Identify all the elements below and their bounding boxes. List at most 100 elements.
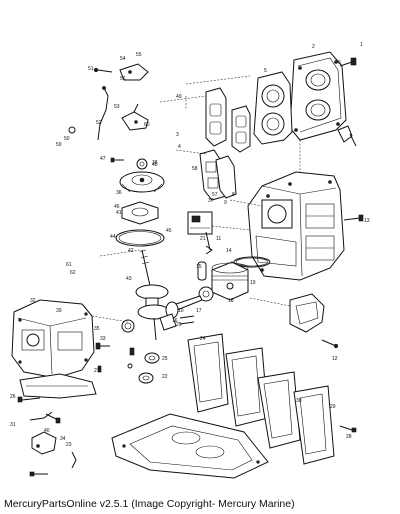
throttle-cam[interactable] <box>119 63 149 81</box>
transfer-port-cover[interactable] <box>205 87 227 147</box>
bearing-cage[interactable] <box>136 158 148 170</box>
crankcase-gasket[interactable] <box>19 373 97 399</box>
crank-seal[interactable] <box>144 352 160 364</box>
part-number-label[interactable]: 19 <box>250 280 256 286</box>
part-number-label[interactable]: 32 <box>30 298 36 304</box>
transfer-port-gasket[interactable] <box>231 105 251 153</box>
head-cover-gasket[interactable] <box>253 71 293 145</box>
part-number-label[interactable]: 13 <box>364 218 370 224</box>
crankshaft[interactable] <box>135 249 171 341</box>
part-number-label[interactable]: 36 <box>116 190 122 196</box>
part-number-label[interactable]: 4 <box>178 144 181 150</box>
part-number-label[interactable]: 44 <box>110 234 116 240</box>
block-stud[interactable] <box>343 214 364 222</box>
part-number-label[interactable]: 28 <box>346 434 352 440</box>
screw-small[interactable] <box>110 157 124 163</box>
part-number-label[interactable]: 2 <box>312 44 315 50</box>
part-number-label[interactable]: 6 <box>338 60 341 66</box>
part-number-label[interactable]: 22 <box>162 374 168 380</box>
part-number-label[interactable]: 9 <box>224 200 227 206</box>
rod-bolt[interactable] <box>179 315 195 325</box>
wrist-pin[interactable] <box>197 261 207 281</box>
part-number-label[interactable]: 53 <box>114 104 120 110</box>
part-number-label[interactable]: 17 <box>196 308 202 314</box>
spring-clip[interactable] <box>71 451 77 469</box>
part-number-label[interactable]: 52 <box>96 120 102 126</box>
part-number-label[interactable]: 1 <box>360 42 363 48</box>
exhaust-stud[interactable] <box>321 339 339 349</box>
part-number-label[interactable]: 26 <box>10 394 16 400</box>
part-number-label[interactable]: 35 <box>94 326 100 332</box>
exhaust-cover-screw[interactable] <box>339 425 357 433</box>
part-number-label[interactable]: 61 <box>66 262 72 268</box>
dowel-pin[interactable] <box>97 365 102 373</box>
head-bolt[interactable] <box>339 57 357 67</box>
part-number-label[interactable]: 57 <box>212 192 218 198</box>
part-number-label[interactable]: 38 <box>152 160 158 166</box>
part-number-label[interactable]: 58 <box>192 166 198 172</box>
part-number-label[interactable]: 60 <box>144 122 150 128</box>
exhaust-divider-plate[interactable] <box>257 371 301 449</box>
throttle-lever[interactable] <box>121 103 149 131</box>
thermostat-fitting[interactable] <box>337 125 357 147</box>
part-number-label[interactable]: 20 <box>176 322 182 328</box>
part-number-label[interactable]: 37 <box>208 198 214 204</box>
part-number-label[interactable]: 3 <box>176 132 179 138</box>
small-screw-bottom[interactable] <box>29 471 48 477</box>
cylinder-block[interactable] <box>247 171 345 281</box>
bearing-needle[interactable] <box>127 363 133 369</box>
connecting-rod[interactable] <box>165 286 214 319</box>
part-number-label[interactable]: 41 <box>116 210 122 216</box>
part-number-label[interactable]: 45 <box>166 228 172 234</box>
part-number-label[interactable]: 48 <box>152 162 158 168</box>
part-number-label[interactable]: 14 <box>226 248 232 254</box>
part-number-label[interactable]: 42 <box>128 248 134 254</box>
part-number-label[interactable]: 16 <box>172 318 178 324</box>
part-number-label[interactable]: 46 <box>114 204 120 210</box>
part-number-label[interactable]: 56 <box>120 76 126 82</box>
bypass-stud[interactable] <box>205 231 211 251</box>
exhaust-plate-outer[interactable] <box>187 333 229 413</box>
part-number-label[interactable]: 27 <box>94 368 100 374</box>
rod-cap[interactable] <box>159 313 177 331</box>
piston[interactable] <box>211 261 249 301</box>
part-number-label[interactable]: 62 <box>70 270 76 276</box>
part-number-label[interactable]: 49 <box>176 94 182 100</box>
part-number-label[interactable]: 15 <box>196 264 202 270</box>
part-number-label[interactable]: 8 <box>232 192 235 198</box>
drain-screw[interactable] <box>17 396 41 403</box>
part-number-label[interactable]: 10 <box>178 308 184 314</box>
end-cap-o-ring[interactable] <box>115 229 165 247</box>
part-number-label[interactable]: 31 <box>10 422 16 428</box>
adapter-plate[interactable] <box>111 413 269 479</box>
part-number-label[interactable]: 59 <box>56 142 62 148</box>
wrist-pin-lock[interactable] <box>205 245 213 255</box>
crank-key[interactable] <box>129 347 135 356</box>
part-number-label[interactable]: 21 <box>200 236 206 242</box>
part-number-label[interactable]: 51 <box>88 66 94 72</box>
throttle-link-rod[interactable] <box>97 86 109 141</box>
crankcase-bolt[interactable] <box>95 342 110 350</box>
part-number-label[interactable]: 30 <box>296 398 302 404</box>
part-number-label[interactable]: 39 <box>56 308 62 314</box>
crankcase-cover[interactable] <box>11 299 95 379</box>
linkage-screw[interactable] <box>93 67 113 73</box>
part-number-label[interactable]: 33 <box>100 336 106 342</box>
part-number-label[interactable]: 43 <box>126 276 132 282</box>
exhaust-cover-bracket[interactable] <box>289 293 325 333</box>
crank-lower-seal[interactable] <box>138 372 154 384</box>
ignition-module[interactable] <box>187 211 213 235</box>
part-number-label[interactable]: 54 <box>120 56 126 62</box>
part-number-label[interactable]: 25 <box>162 356 168 362</box>
part-number-label[interactable]: 29 <box>330 404 336 410</box>
exhaust-cover-plate[interactable] <box>293 385 335 465</box>
part-number-label[interactable]: 18 <box>228 298 234 304</box>
part-number-label[interactable]: 23 <box>66 442 72 448</box>
hose-clamp[interactable] <box>45 413 61 424</box>
part-number-label[interactable]: 11 <box>216 236 221 242</box>
part-number-label[interactable]: 47 <box>100 156 106 162</box>
bypass-gasket[interactable] <box>215 155 237 199</box>
piston-ring[interactable] <box>233 256 271 268</box>
part-number-label[interactable]: 40 <box>44 428 50 434</box>
fuel-pump-body[interactable] <box>31 431 57 455</box>
